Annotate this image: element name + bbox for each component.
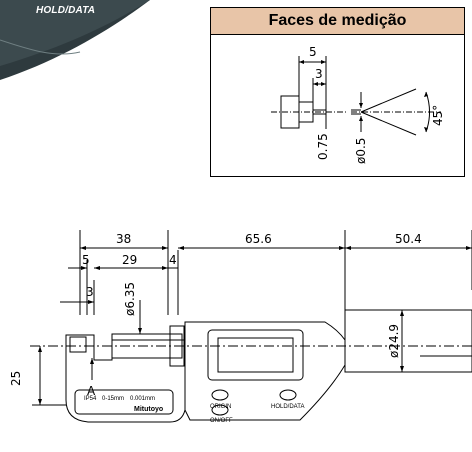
dim-3: 3 [86, 285, 94, 299]
dim-29: 29 [122, 253, 137, 267]
range-label: 0-15mm [102, 396, 124, 402]
on-off-button-label: ON/OFF [210, 418, 233, 424]
faces-dim-075: 0.75 [316, 133, 330, 160]
dim-38: 38 [116, 232, 131, 246]
corner-hold-data-label: HOLD/DATA [36, 5, 96, 16]
hold-data-button-label: HOLD/DATA [271, 404, 304, 410]
faces-title: Faces de medição [211, 8, 464, 35]
micrometer-drawing: 38 65.6 50.4 5 29 4 3 ø6.35 ø24.9 25 A O… [9, 230, 472, 424]
resolution-label: 0.001mm [130, 396, 155, 402]
origin-button-label: ORIGIN [210, 404, 231, 410]
faces-dim-3: 3 [315, 67, 323, 81]
faces-angle-45: 45° [431, 105, 445, 126]
faces-dim-phi05: ø0.5 [354, 138, 368, 164]
measuring-faces-panel: Faces de medição [210, 7, 465, 177]
faces-dim-5: 5 [309, 45, 317, 59]
dim-phi-6-35: ø6.35 [123, 282, 137, 316]
dim-5: 5 [82, 253, 90, 267]
faces-diagram: 5 3 0.75 ø0.5 45° [271, 45, 445, 164]
brand-logo: Mitutoyo [134, 406, 163, 413]
point-a-label: A [87, 384, 96, 398]
dim-4: 4 [169, 253, 177, 267]
dim-phi-24-9: ø24.9 [387, 324, 401, 358]
dim-65-6: 65.6 [245, 232, 272, 246]
ip54-label: IP54 [84, 396, 97, 402]
dim-25: 25 [9, 371, 23, 386]
corner-photo: HOLD/DATA [0, 0, 150, 80]
dim-50-4: 50.4 [395, 232, 422, 246]
